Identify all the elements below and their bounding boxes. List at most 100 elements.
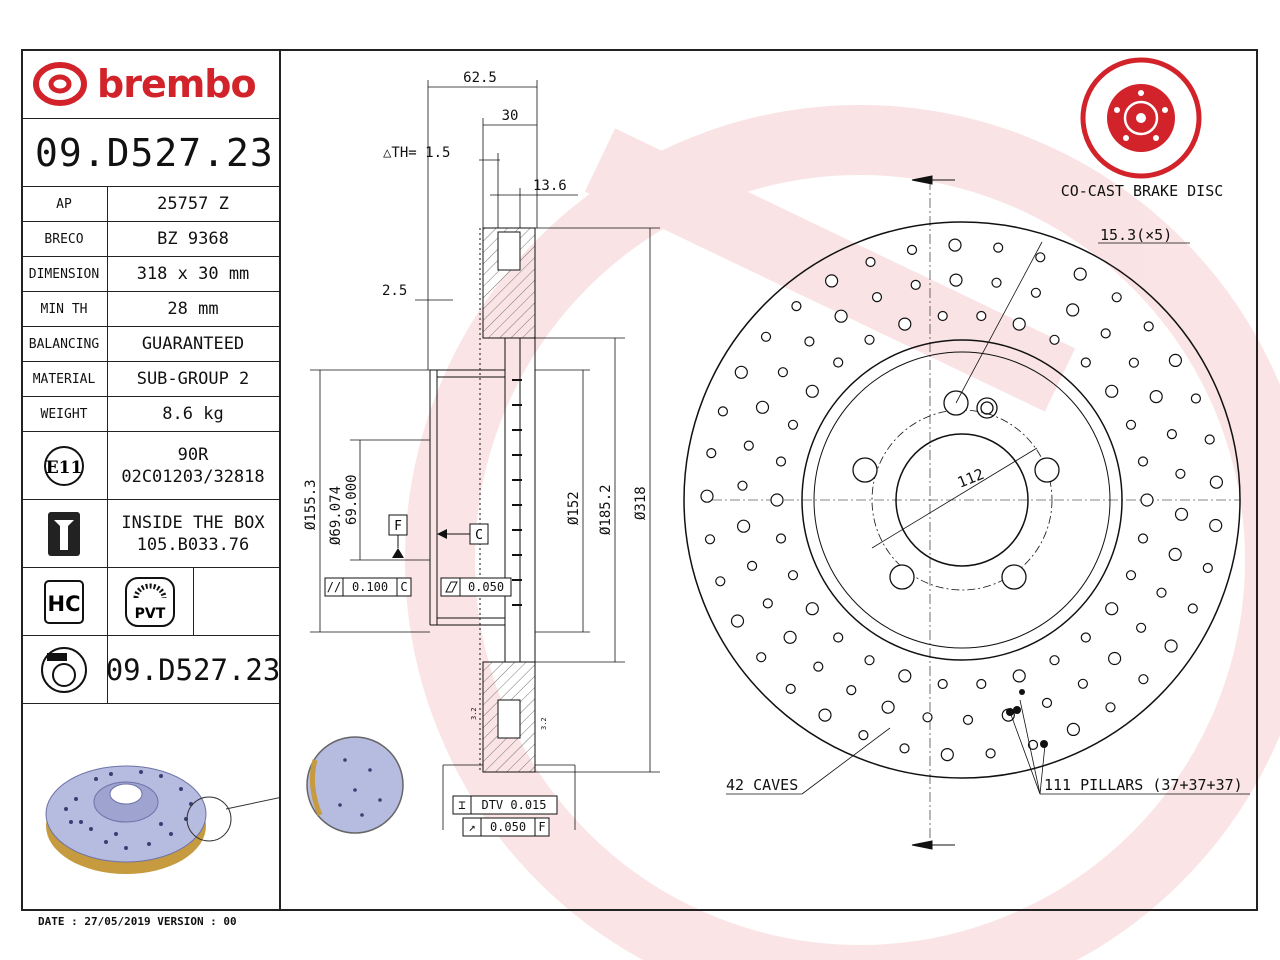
drill-hole [1108,651,1122,666]
spec-label: BRECO [21,222,108,256]
drill-hole [730,614,745,628]
tol-parallel-frame: // 0.100 C [324,577,412,597]
drill-hole [818,708,832,722]
drill-hole [976,678,987,690]
pillar-markers [1006,689,1048,748]
drill-hole [1187,603,1198,614]
drill-hole [1128,357,1139,368]
drill-hole [949,273,963,287]
spec-value: GUARANTEED [141,334,245,354]
drill-hole [777,367,788,378]
brembo-logo: brembo [33,61,257,107]
vane-marks [512,379,522,606]
drill-hole [737,519,751,533]
approval-text: 90R 02C01203/32818 [107,432,279,499]
spec-row-material: MATERIAL SUB-GROUP 2 [21,362,279,397]
tol-flatness-frame: 0.050 [440,577,512,597]
drill-hole [787,570,799,581]
spec-value: 8.6 kg [162,404,224,424]
drill-hole [1164,639,1178,653]
drill-hole [747,560,758,572]
approval-badge-text: E11 [46,458,83,478]
drill-hole [858,730,869,741]
spec-row-ap: AP 25757 Z [21,187,279,222]
drill-hole [1125,419,1137,430]
dim-th-variation: △TH= 1.5 [383,145,450,161]
drill-hole [755,400,770,414]
drill-hole [1073,267,1087,281]
svg-text:0.050: 0.050 [468,580,504,594]
drill-holes [64,770,193,850]
dim-hat-depth: 13.6 [533,178,567,194]
pvt-badge-cell: PVT [107,568,194,635]
bottom-part-number: 09.D527.23 [105,652,281,687]
dim-width-total: 62.5 [463,70,497,86]
hardware-row: INSIDE THE BOX 105.B033.76 [21,500,279,568]
drill-hole [1125,570,1137,581]
drill-hole [1066,303,1080,317]
dtv-frame: ⌶ DTV 0.015 [452,795,558,815]
drill-hole [833,357,844,368]
approval-row: E11 90R 02C01203/32818 [21,432,279,500]
svg-text://: // [327,580,341,594]
hc-badge-text: HC [48,592,81,616]
drill-hole [1049,334,1060,345]
upper-vent [497,231,521,271]
drill-hole [1077,678,1089,689]
drill-hole [1138,674,1149,685]
drill-hole [775,456,787,467]
svg-text:DTV 0.015: DTV 0.015 [481,798,546,812]
drill-hole [898,669,912,683]
drill-hole [706,447,717,459]
pcd-label: 112 [955,465,987,492]
drill-hole [910,279,921,290]
disc-mini-icon-cell [21,636,108,703]
drill-hole [756,652,767,663]
spec-row-weight: WEIGHT 8.6 kg [21,397,279,432]
drill-hole [734,365,748,379]
drill-hole [1111,292,1122,303]
drill-hole [1136,622,1147,633]
drill-hole [906,244,918,255]
drill-hole [743,440,754,451]
brand-name: brembo [97,62,257,106]
spec-value: 28 mm [167,299,219,319]
hardware-icon-cell [21,500,108,567]
drill-hole [1049,655,1060,666]
spec-label: MIN TH [21,292,108,326]
hardware-text: INSIDE THE BOX 105.B033.76 [107,500,279,567]
spec-row-min-th: MIN TH 28 mm [21,292,279,327]
drill-hole [1012,669,1026,683]
drill-hole [715,576,726,587]
drill-hole [737,480,748,491]
svg-text:C: C [475,528,483,543]
spec-label: WEIGHT [21,397,108,431]
drill-hole [881,700,895,714]
detail-circle [306,736,404,834]
dim-d69b: 69.000 [344,474,360,525]
pvt-badge-icon: PVT [125,576,175,627]
hole-leader [955,241,1043,404]
lower-vent [497,699,521,739]
e-mark-icon: E11 [44,445,84,486]
svg-text:F: F [538,820,545,834]
dim-thickness: 30 [502,108,519,124]
spec-label: MATERIAL [21,362,108,396]
spec-label: BALANCING [21,327,108,361]
drill-hole [775,533,787,544]
drill-hole [791,301,802,312]
hc-badge-icon: HC [44,579,84,624]
drill-hole [922,712,933,723]
spec-value: 25757 Z [157,194,229,214]
disc-mini-icon [41,646,87,693]
datum-c: C [437,523,489,545]
drill-hole [1066,722,1081,736]
drawing-frame [21,49,1258,911]
drill-hole [865,256,876,268]
drill-hole [762,598,773,609]
disc-illustration [45,765,279,874]
drill-hole [1041,697,1053,708]
drill-hole [1105,702,1116,713]
spec-row-balancing: BALANCING GUARANTEED [21,327,279,362]
